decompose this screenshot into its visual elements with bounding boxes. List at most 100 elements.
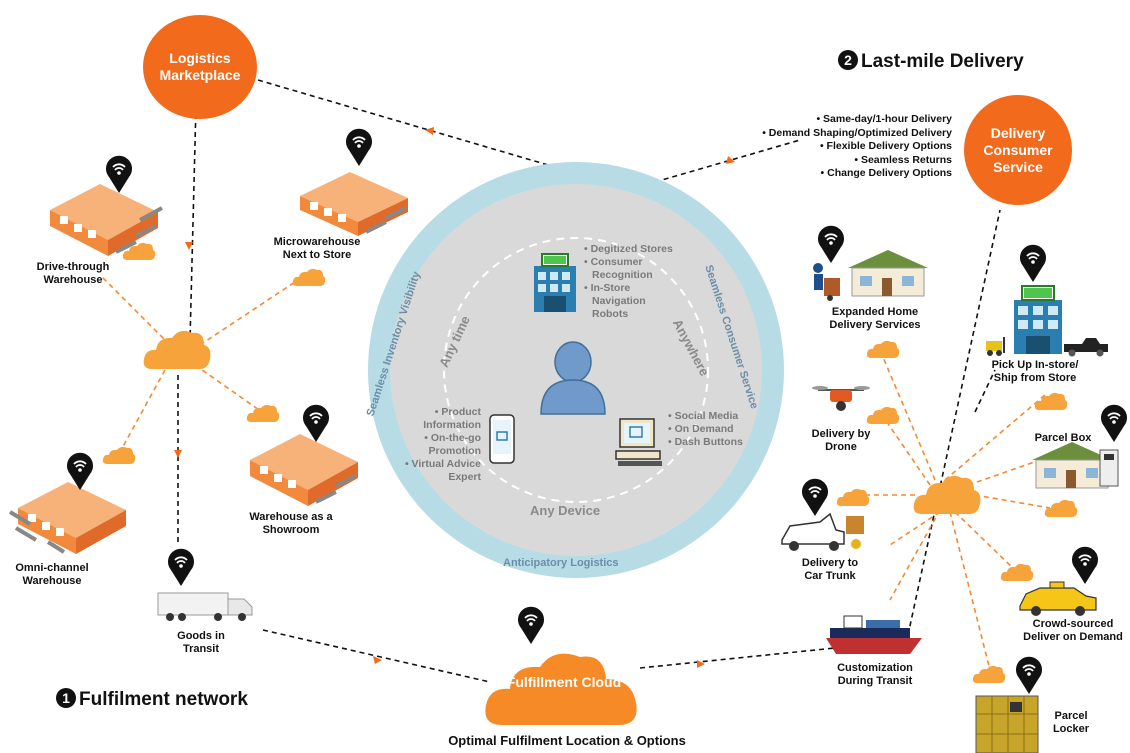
showroom-label: Warehouse as a Showroom (249, 511, 333, 536)
phone-feature: • On-the-go (424, 432, 481, 444)
store-icon (534, 253, 576, 312)
pc-feature: • On Demand (668, 423, 734, 435)
cloud-icon (292, 268, 326, 286)
warehouse-icon (300, 172, 408, 236)
parcel-box-icon (1099, 449, 1119, 487)
car-icon (781, 512, 864, 551)
store-icon (1014, 285, 1062, 354)
cloud-icon (972, 665, 1006, 683)
wifi-pin-icon (1020, 244, 1046, 282)
cloud-icon (913, 475, 981, 514)
drive-through-label: Drive-through Warehouse (36, 261, 110, 286)
fulfilment-number: 1 (56, 688, 76, 708)
drone-label: Delivery by Drone (811, 428, 871, 453)
store-feature: • Degitized Stores (584, 243, 673, 255)
car-trunk-label: Delivery to Car Trunk (801, 557, 859, 582)
pickup-instore-label: Pick Up In-store/ Ship from Store (991, 359, 1079, 384)
parcel-locker-label: Parcel Locker (1052, 710, 1090, 735)
cloud-icon (836, 488, 870, 506)
store-features: • Degitized Stores • Consumer Recognitio… (584, 243, 673, 321)
delivery-person-icon (813, 263, 840, 301)
phone-feature: Promotion (428, 445, 482, 457)
house-icon (848, 250, 928, 297)
logistics-marketplace-label: Logistics Marketplace (159, 50, 241, 83)
omni-channel-label: Omni-channel Warehouse (15, 562, 89, 587)
delivery-option: • Change Delivery Options (820, 167, 952, 179)
wifi-pin-icon (802, 478, 828, 516)
person-icon (540, 341, 606, 415)
microwarehouse-label: Microwarehouse Next to Store (273, 236, 361, 261)
wifi-pin-icon (67, 452, 93, 490)
wifi-pin-icon (346, 128, 372, 166)
pc-features: • Social Media • On Demand • Dash Button… (668, 410, 743, 449)
cloud-icon (1034, 392, 1068, 410)
wifi-pin-icon (168, 548, 194, 586)
store-feature: • Consumer (584, 256, 643, 268)
locker-icon (975, 695, 1039, 753)
logistics-marketplace-hub[interactable]: Logistics Marketplace (143, 15, 257, 119)
warehouse-icon (8, 482, 126, 554)
pc-feature: • Social Media (668, 410, 739, 422)
delivery-consumer-service-label: Delivery Consumer Service (983, 124, 1053, 175)
drone-icon (812, 386, 870, 411)
bottom-caption: Optimal Fulfilment Location & Options (448, 733, 686, 748)
cloud-icon (1000, 563, 1034, 581)
wifi-pin-icon (1101, 404, 1127, 442)
crowd-sourced-label: Crowd-sourced Deliver on Demand (1023, 618, 1123, 643)
store-feature: Recognition (592, 269, 653, 281)
phone-feature: • Virtual Advice (404, 458, 481, 470)
delivery-option: • Demand Shaping/Optimized Delivery (762, 126, 952, 139)
any-device-label: Any Device (530, 503, 601, 518)
lastmile-title: Last-mile Delivery (861, 51, 1024, 72)
warehouse-icon (250, 434, 358, 506)
wifi-pin-icon (518, 606, 544, 644)
phone-feature: Expert (448, 471, 481, 483)
warehouse-icon (50, 184, 163, 256)
taxi-icon (1019, 581, 1097, 616)
forklift-icon (986, 337, 1005, 356)
wifi-pin-icon (1016, 656, 1042, 694)
delivery-option: • Seamless Returns (854, 153, 952, 166)
wifi-pin-icon (1072, 546, 1098, 584)
home-delivery-label: Expanded Home Delivery Services (829, 306, 921, 331)
store-feature: Navigation (592, 295, 646, 307)
cloud-icon (143, 330, 211, 369)
wifi-pin-icon (818, 225, 844, 263)
cloud-icon (1044, 499, 1078, 517)
delivery-option: • Flexible Delivery Options (819, 140, 952, 152)
pc-feature: • Dash Buttons (668, 436, 743, 448)
pickup-truck-icon (1064, 338, 1108, 357)
cloud-icon (102, 446, 136, 464)
store-feature: Robots (592, 308, 629, 320)
customization-transit-label: Customization During Transit (837, 662, 913, 687)
cloud-icon (866, 406, 900, 424)
house-icon (1032, 442, 1112, 489)
fulfillment-cloud-label[interactable]: Fulfillment Cloud (506, 674, 622, 690)
goods-in-transit-label: Goods in Transit (177, 630, 225, 655)
ship-icon (826, 615, 922, 654)
wifi-pin-icon (303, 404, 329, 442)
cloud-icon (866, 340, 900, 358)
ring-bottom-text: Anticipatory Logistics (503, 557, 619, 569)
phone-features: • Product Information • On-the-go Promot… (395, 406, 481, 484)
delivery-consumer-service-hub[interactable]: Delivery Consumer Service (964, 95, 1072, 205)
truck-icon (157, 592, 253, 621)
cloud-icon (122, 242, 156, 260)
cloud-icon (246, 404, 280, 422)
fulfilment-title: Fulfilment network (79, 689, 248, 710)
delivery-options-list: • Same-day/1-hour Delivery • Demand Shap… (720, 113, 952, 181)
phone-feature: Information (423, 419, 481, 431)
fulfillment-cloud-icon (485, 653, 637, 725)
computer-icon (615, 418, 662, 466)
wifi-pin-icon (106, 155, 132, 193)
delivery-option: • Same-day/1-hour Delivery (816, 113, 952, 125)
phone-feature: • Product (434, 406, 481, 418)
parcel-box-label: Parcel Box (1034, 432, 1092, 444)
phone-icon (489, 414, 515, 464)
store-feature: • In-Store (584, 282, 631, 294)
inner-dashed-ring (443, 237, 709, 503)
lastmile-number: 2 (838, 50, 858, 70)
